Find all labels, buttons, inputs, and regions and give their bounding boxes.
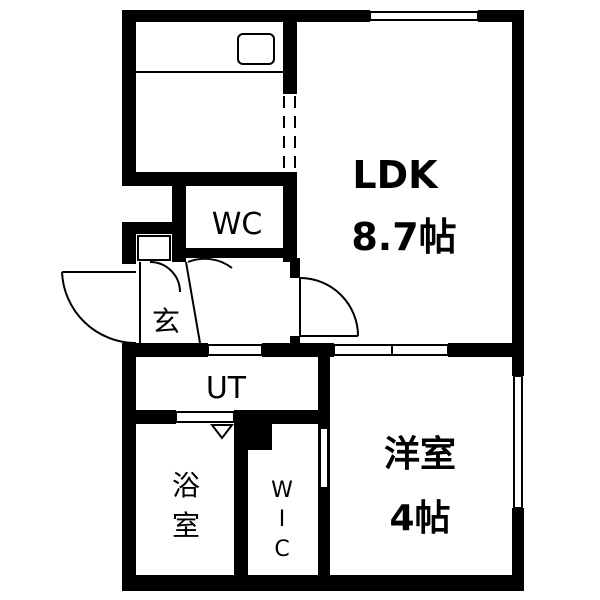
wall-kitchen-bottom — [122, 172, 297, 186]
wc-label: WC — [212, 207, 263, 242]
wall-middle-left — [122, 343, 208, 357]
doors — [61, 257, 359, 345]
wall-middle-right — [448, 343, 524, 357]
entrance-door-swing — [149, 261, 181, 293]
wc-door-swing — [187, 257, 233, 269]
vent-marker-icon — [209, 424, 235, 440]
western-room-size: 4帖 — [389, 498, 450, 539]
sink-icon — [237, 33, 275, 65]
windows — [137, 11, 523, 509]
kitchen-counter — [136, 33, 283, 73]
western-room-name: 洋室 — [384, 434, 456, 475]
window-right — [513, 375, 523, 509]
wall-wc-right — [283, 172, 297, 262]
wall-pillar — [248, 424, 272, 450]
wall-bath-divider — [234, 410, 248, 591]
wall-top-left — [122, 10, 370, 22]
wall-middle-center — [262, 343, 334, 357]
window-top — [369, 11, 479, 21]
kitchen-dashed-line — [283, 96, 296, 172]
wall-wc-bottom — [172, 248, 297, 258]
sliding-door-wic — [319, 427, 329, 489]
ldk-door-swing — [299, 277, 359, 337]
ldk-name: LDK — [352, 153, 439, 197]
walls — [122, 10, 524, 591]
wall-right-upper — [512, 10, 524, 376]
entry-step-frame — [137, 235, 171, 261]
wall-ut-bottom-left — [122, 410, 176, 424]
wall-kitchen-divider — [283, 10, 297, 94]
entrance-label: 玄 — [152, 305, 180, 338]
ldk-size: 8.7帖 — [351, 215, 456, 259]
wall-ut-bottom-right — [234, 410, 330, 424]
wall-wc-left — [172, 172, 186, 262]
utility-label: UT — [206, 371, 247, 406]
front-door-swing — [61, 271, 137, 345]
bath-label-2: 室 — [172, 509, 200, 542]
wall-entry-right — [290, 258, 300, 278]
sliding-door-ut — [207, 344, 263, 356]
wic-label-3: C — [274, 537, 289, 562]
wic-label-2: I — [279, 507, 286, 532]
wall-entrance-step — [122, 222, 176, 234]
sliding-door-bath — [175, 411, 235, 423]
wall-left-upper — [122, 10, 136, 186]
bath-label-1: 浴 — [172, 469, 200, 502]
wall-left-lower — [122, 343, 136, 591]
wall-right-lower — [512, 508, 524, 591]
wic-label-1: W — [271, 478, 293, 503]
